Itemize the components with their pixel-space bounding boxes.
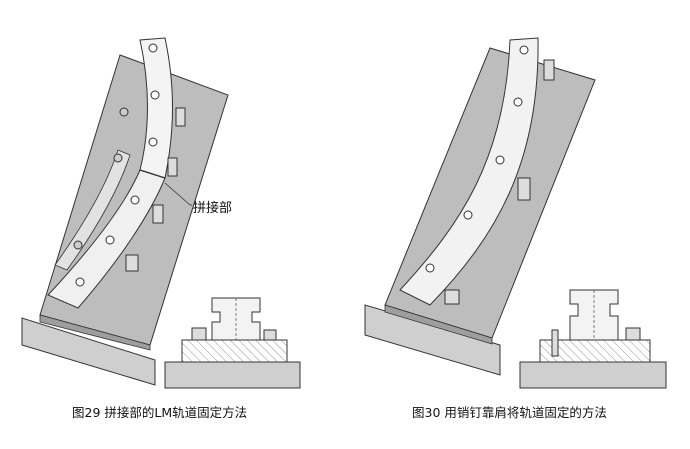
callout-joint-label: 拼接部 [193,201,233,216]
figure-30-drawing [364,37,667,389]
figure-30-caption: 图30 用销钉靠肩将轨道固定的方法 [412,405,607,420]
figure-29-drawing [21,37,301,389]
curved-rail-upper-left [139,37,173,179]
figure-29-caption: 图29 拼接部的LM轨道固定方法 [72,405,248,420]
curved-rail-right [399,37,539,306]
section-base-left [164,361,301,389]
section-base-right [519,361,667,389]
ground-base-left [21,317,156,386]
